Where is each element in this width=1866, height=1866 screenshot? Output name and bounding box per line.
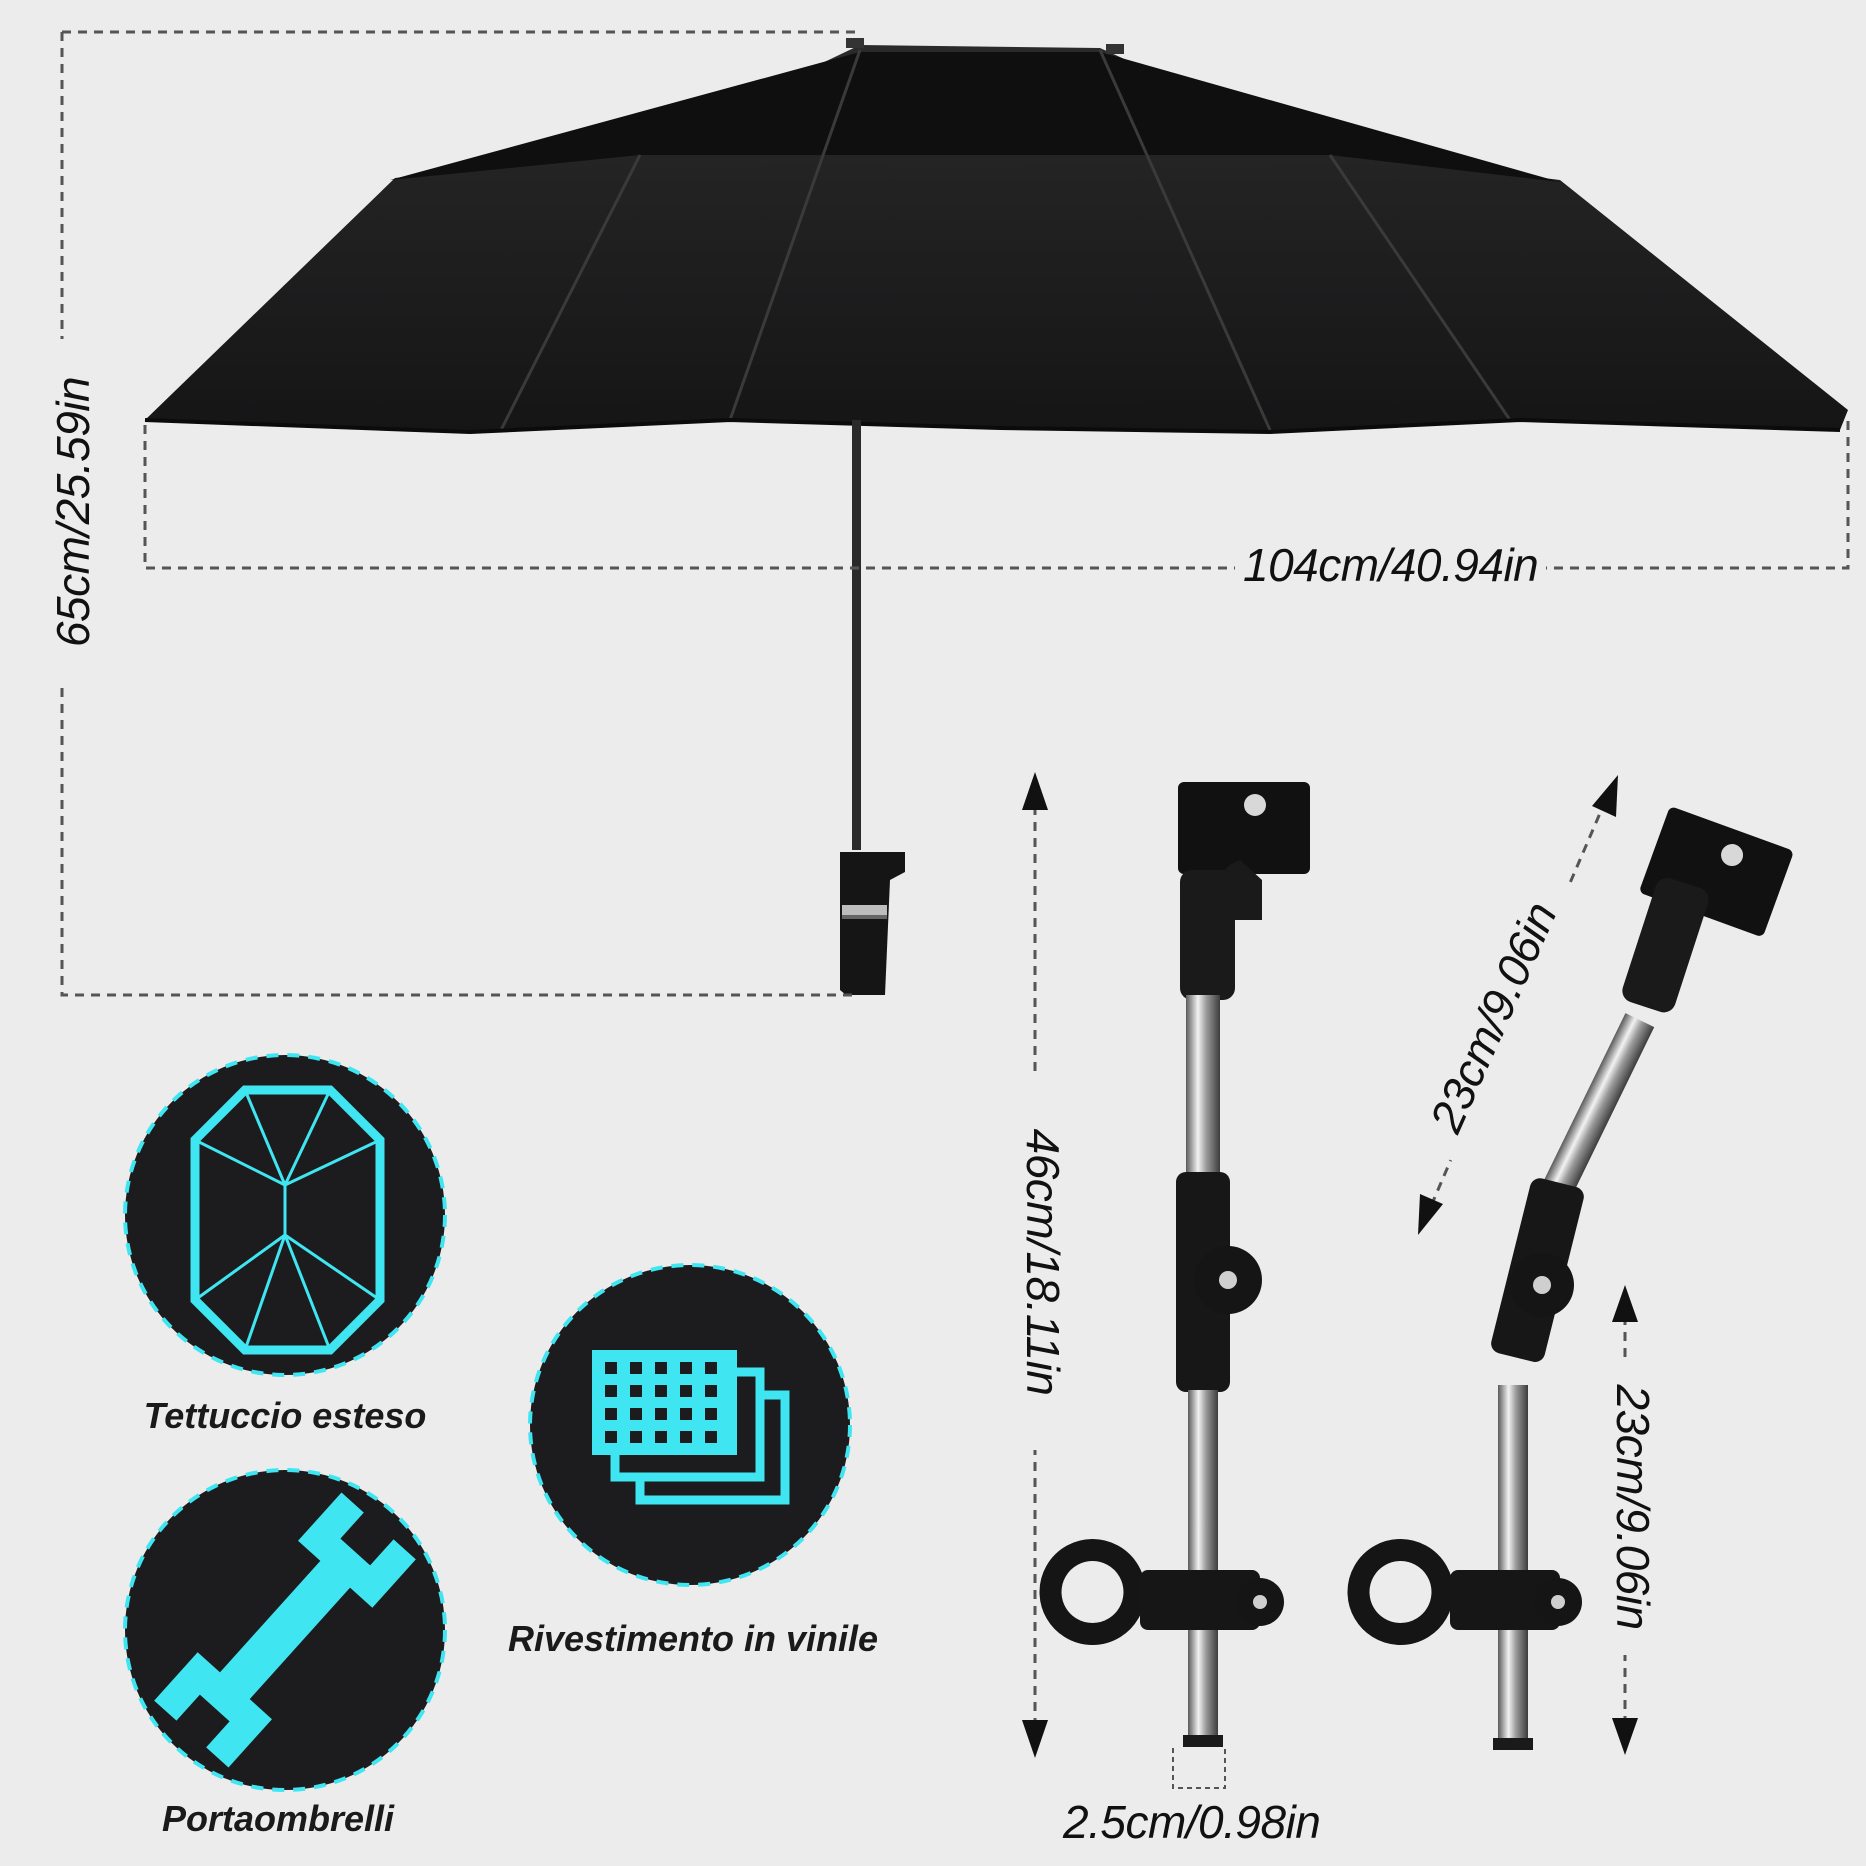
holder-height-label: 46cm/18.11in [1016, 1074, 1070, 1450]
umbrella-handle [840, 852, 905, 995]
holder-lower-arm-arrow [1612, 1285, 1638, 1755]
umbrella [144, 38, 1848, 995]
feature-label-vinyl: Rivestimento in vinile [507, 1618, 879, 1659]
umbrella-canopy [145, 45, 1848, 432]
feature-badge-holder [123, 1468, 447, 1792]
feature-label-canopy: Tettuccio esteso [143, 1395, 427, 1436]
holder-straight [1039, 782, 1310, 1747]
umbrella-width-label: 104cm/40.94in [1235, 538, 1547, 592]
wrench-icon [154, 1492, 416, 1768]
tube-diameter-bracket [1172, 1748, 1226, 1789]
umbrella-vent [390, 52, 1560, 182]
holder-angled [1347, 807, 1793, 1750]
holder-upper-arm-arrow [1418, 775, 1618, 1235]
feature-badge-vinyl [528, 1263, 852, 1587]
holder-height-arrow [1022, 772, 1048, 1758]
vinyl-layers-icon [592, 1350, 790, 1505]
feature-label-holder: Portaombrelli [161, 1798, 395, 1839]
tube-diameter-label: 2.5cm/0.98in [1063, 1796, 1321, 1848]
feature-badge-canopy [123, 1053, 447, 1377]
umbrella-height-label: 65cm/25.59in [46, 339, 100, 685]
holder-lower-arm-label: 23cm/9.06in [1606, 1359, 1660, 1655]
umbrella-shaft [852, 420, 861, 850]
